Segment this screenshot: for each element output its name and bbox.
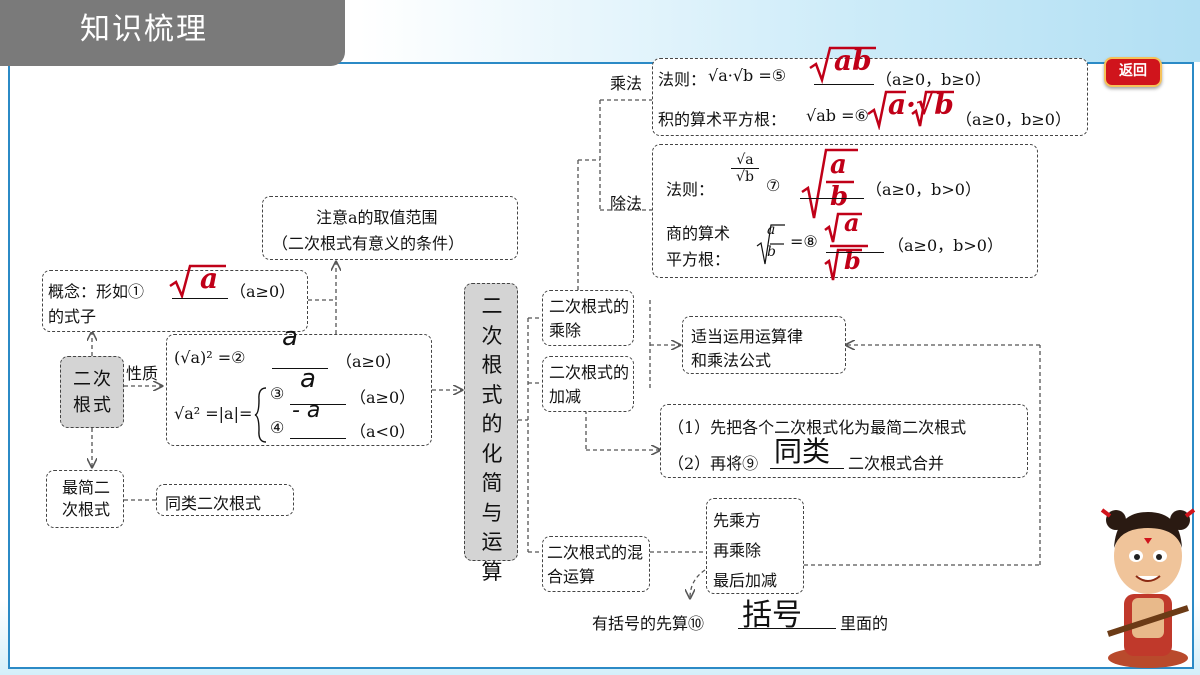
answer-10: 括号 [742,598,802,633]
divide-sqrt-label1: 商的算术 [666,224,731,243]
answer-blank [290,382,346,405]
multiply-sqrt-eq: √ab =⑥ [806,106,869,125]
radical-sign [756,224,785,265]
note-box [262,196,518,260]
divide-sqrt-fraction-den: b [767,244,776,260]
similar-box: 同类二次根式 [156,484,294,516]
steps-line1: （1）先把各个二次根式化为最简二次根式 [668,418,967,437]
simplest-box: 最简二次根式 [46,470,124,528]
property-num3: ③ [270,384,285,403]
property-box [166,334,432,446]
answer-4: - a [292,398,321,423]
divide-rule-num: ⑦ [766,176,781,195]
answer-3: a [300,364,316,394]
concept-box [42,270,308,332]
answer-9: 同类 [774,435,831,468]
background-decoration [360,0,1200,62]
divide-rule-fraction: √a√b [730,152,760,185]
property-row1-lhs: (√a)² =② [174,348,246,367]
divide-sqrt-num: =⑧ [790,232,818,251]
answer-blank [770,448,844,469]
divide-rule-cond: （a≥0，b>0） [866,180,981,199]
mascot-character-image [1100,508,1196,668]
answer-blank [738,606,836,629]
simplest-label: 最简二次根式 [61,478,110,519]
center-node: 二次根式的化简与运算 [464,283,518,584]
root-label: 二次根式 [73,369,113,416]
mixed-box: 二次根式的混合运算 [542,536,650,592]
concept-text: 概念：形如① [48,282,145,301]
divide-label: 除法 [610,194,643,213]
order-box: 先乘方 再乘除 最后加减 [706,498,804,594]
radical-sign [824,212,868,281]
radical-sign [169,264,226,298]
multiply-rule-cond: （a≥0，b≥0） [876,70,991,89]
multiply-rule-eq: √a·√b =⑤ [708,66,787,85]
divide-box [652,144,1038,278]
note-line1: 注意a的取值范围 [316,208,438,227]
radical-sign [809,46,876,84]
steps-line2-pre: （2）再将⑨ [668,454,759,473]
page-title: 知识梳理 [0,0,345,66]
order-line1: 先乘方 [713,511,762,530]
property-label: 性质 [126,364,159,383]
answer-blank [172,276,228,299]
property-row1-cond: （a≥0） [336,352,402,371]
answer-5: ab [834,44,872,77]
property-cond3: （a≥0） [350,388,416,407]
answer-8-denominator: b [844,246,861,275]
multiply-label: 乘法 [610,74,643,93]
multiply-sqrt-label: 积的算术平方根： [658,110,787,129]
radical-sign [867,90,954,130]
laws-box: 适当运用运算律 和乘法公式 [682,316,846,374]
answer-6: a·√b [888,88,954,121]
addsub-box: 二次根式的加减 [542,356,634,412]
property-row2-lhs: √a² =|a|= [174,404,253,423]
bracket-post: 里面的 [840,614,889,633]
answer-blank [290,416,346,439]
root-node: 二次根式 [60,356,124,428]
answer-7-denominator: b [830,182,849,212]
mixed-label: 二次根式的混合运算 [547,543,644,586]
laws-line1: 适当运用运算律 [691,327,804,346]
multiply-rule-label: 法则： [658,70,707,89]
answer-1: a [200,262,219,295]
back-button[interactable]: 返回 [1104,57,1162,87]
divide-sqrt-label2: 平方根： [666,250,731,269]
laws-line2: 和乘法公式 [691,351,772,370]
divide-sqrt-cond: （a≥0，b>0） [888,236,1003,255]
steps-box [660,404,1028,478]
answer-blank [826,232,884,253]
concept-suffix: 的式子 [48,307,97,326]
bracket-pre: 有括号的先算⑩ [592,614,705,633]
answer-2: a [282,322,298,352]
steps-line2-post: 二次根式合并 [848,454,945,473]
answer-blank [272,346,328,369]
muldiv-box: 二次根式的乘除 [542,290,634,346]
answer-7: a [830,150,847,180]
divide-sqrt-fraction-num: a [767,222,776,238]
multiply-box [652,58,1088,136]
brace-icon [254,387,267,443]
answer-blank [800,178,864,199]
note-line2: （二次根式有意义的条件） [272,234,465,253]
property-num4: ④ [270,418,285,437]
center-label: 二次根式的化简与运算 [481,294,503,584]
answer-blank [814,66,874,85]
answer-8-numerator: a [844,208,860,237]
radical-sign [801,148,858,219]
muldiv-label: 二次根式的乘除 [549,297,630,340]
order-line3: 最后加减 [713,571,778,590]
addsub-label: 二次根式的加减 [549,363,630,406]
order-line2: 再乘除 [713,541,762,560]
divide-rule-label: 法则： [666,180,715,199]
multiply-sqrt-cond: （a≥0，b≥0） [956,110,1071,129]
property-cond4: （a<0） [350,422,416,441]
concept-condition: （a≥0） [230,282,296,301]
similar-label: 同类二次根式 [165,494,262,513]
